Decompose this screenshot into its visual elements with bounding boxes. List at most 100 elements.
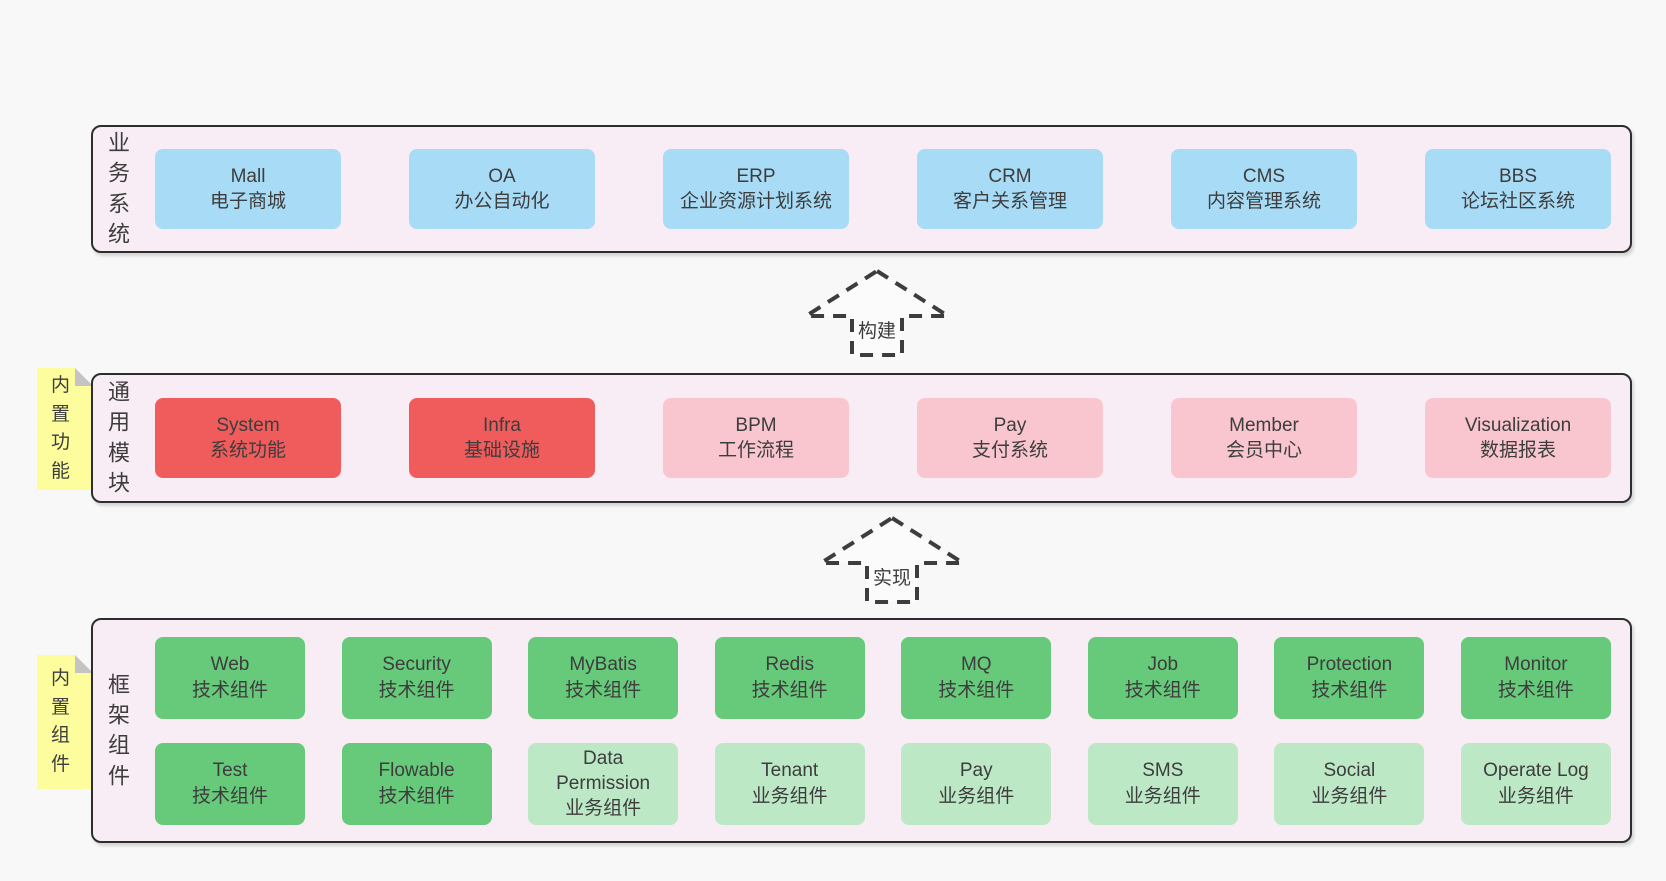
box-title: Security — [382, 654, 451, 676]
box-subtitle: 技术组件 — [751, 679, 828, 701]
box-subtitle: 业务组件 — [565, 798, 642, 820]
box-title: Data Permission — [556, 747, 651, 794]
sticky-note-built-in-features: 内置功能 — [37, 368, 93, 490]
box-crm: CRM 客户关系管理 — [917, 149, 1103, 229]
box-title: ERP — [736, 165, 776, 187]
box-title: BPM — [735, 414, 777, 436]
box-title: BBS — [1498, 165, 1538, 187]
box-row: Web 技术组件 Security 技术组件 MyBatis 技术组件 Redi… — [155, 636, 1611, 719]
box-erp: ERP 企业资源计划系统 — [663, 149, 849, 229]
box-social: Social 业务组件 — [1274, 742, 1425, 825]
band-rows: Mall 电子商城 OA 办公自动化 ERP 企业资源计划系统 CRM 客户关系… — [155, 127, 1611, 251]
box-subtitle: 基础设施 — [463, 440, 540, 461]
box-title: Pay — [959, 760, 993, 782]
box-oa: OA 办公自动化 — [409, 149, 595, 229]
box-subtitle: 企业资源计划系统 — [679, 191, 832, 212]
box-pay-module: Pay 支付系统 — [917, 398, 1103, 478]
box-title: SMS — [1142, 760, 1184, 782]
arrow-implement: 实现 — [817, 515, 967, 605]
box-title: CMS — [1242, 165, 1286, 187]
box-title: Job — [1147, 654, 1179, 676]
box-title: Protection — [1306, 654, 1393, 676]
box-title: Test — [212, 760, 248, 782]
box-title: Visualization — [1464, 414, 1572, 436]
box-title: Mall — [230, 165, 266, 187]
box-subtitle: 论坛社区系统 — [1460, 191, 1575, 212]
box-title: Monitor — [1504, 654, 1568, 676]
box-title: Pay — [993, 414, 1027, 436]
box-data-permission: Data Permission 业务组件 — [528, 742, 679, 825]
box-subtitle: 电子商城 — [209, 191, 286, 212]
box-subtitle: 内容管理系统 — [1206, 191, 1321, 212]
box-title: OA — [488, 165, 516, 187]
box-subtitle: 技术组件 — [191, 785, 268, 807]
box-subtitle: 系统功能 — [209, 440, 286, 461]
box-visualization: Visualization 数据报表 — [1425, 398, 1611, 478]
arrow-label: 构建 — [857, 321, 896, 342]
box-subtitle: 技术组件 — [938, 679, 1015, 701]
box-title: CRM — [988, 165, 1032, 187]
band-rows: System 系统功能 Infra 基础设施 BPM 工作流程 Pay 支付系统… — [155, 375, 1611, 501]
band-rows: Web 技术组件 Security 技术组件 MyBatis 技术组件 Redi… — [155, 620, 1611, 841]
box-monitor: Monitor 技术组件 — [1460, 636, 1611, 719]
up-arrow-icon — [802, 268, 952, 357]
box-subtitle: 技术组件 — [1311, 679, 1388, 701]
box-subtitle: 数据报表 — [1479, 440, 1556, 461]
box-sms: SMS 业务组件 — [1087, 742, 1238, 825]
box-subtitle: 会员中心 — [1225, 440, 1302, 461]
band-common-modules: 通用模块 System 系统功能 Infra 基础设施 BPM 工作流程 Pay… — [91, 373, 1632, 503]
box-row: System 系统功能 Infra 基础设施 BPM 工作流程 Pay 支付系统… — [155, 398, 1611, 478]
box-protection: Protection 技术组件 — [1274, 636, 1425, 719]
box-subtitle: 支付系统 — [971, 440, 1048, 461]
box-subtitle: 技术组件 — [191, 679, 268, 701]
box-redis: Redis 技术组件 — [714, 636, 865, 719]
box-flowable: Flowable 技术组件 — [341, 742, 492, 825]
box-subtitle: 工作流程 — [717, 440, 794, 461]
box-subtitle: 业务组件 — [1497, 785, 1574, 807]
band-label: 框架组件 — [108, 671, 131, 788]
arrow-label: 实现 — [872, 568, 911, 589]
box-subtitle: 业务组件 — [938, 785, 1015, 807]
box-mall: Mall 电子商城 — [155, 149, 341, 229]
box-subtitle: 客户关系管理 — [952, 191, 1067, 212]
box-mybatis: MyBatis 技术组件 — [528, 636, 679, 719]
arrow-build: 构建 — [802, 268, 952, 358]
box-title: Infra — [482, 414, 522, 436]
box-operate-log: Operate Log 业务组件 — [1460, 742, 1611, 825]
box-row: Mall 电子商城 OA 办公自动化 ERP 企业资源计划系统 CRM 客户关系… — [155, 149, 1611, 229]
band-label: 通用模块 — [108, 379, 131, 496]
box-subtitle: 技术组件 — [378, 785, 455, 807]
box-subtitle: 业务组件 — [751, 785, 828, 807]
box-row: Test 技术组件 Flowable 技术组件 Data Permission … — [155, 742, 1611, 825]
box-security: Security 技术组件 — [341, 636, 492, 719]
box-mq: MQ 技术组件 — [901, 636, 1052, 719]
band-business-systems: 业务系统 Mall 电子商城 OA 办公自动化 ERP 企业资源计划系统 CRM… — [91, 125, 1632, 253]
box-job: Job 技术组件 — [1087, 636, 1238, 719]
box-title: MyBatis — [569, 654, 637, 676]
box-pay-component: Pay 业务组件 — [901, 742, 1052, 825]
sticky-note-label: 内置功能 — [51, 375, 71, 482]
box-subtitle: 技术组件 — [1124, 679, 1201, 701]
box-title: MQ — [960, 654, 992, 676]
box-test: Test 技术组件 — [155, 742, 305, 825]
box-system: System 系统功能 — [155, 398, 341, 478]
box-title: Web — [210, 654, 250, 676]
box-subtitle: 技术组件 — [378, 679, 455, 701]
box-title: Flowable — [378, 760, 455, 782]
band-label: 业务系统 — [108, 130, 131, 247]
box-title: System — [216, 414, 280, 436]
box-title: Operate Log — [1483, 760, 1589, 782]
up-arrow-icon — [817, 515, 967, 604]
box-bbs: BBS 论坛社区系统 — [1425, 149, 1611, 229]
box-title: Social — [1323, 760, 1376, 782]
box-title: Member — [1229, 414, 1299, 436]
band-framework-components: 框架组件 Web 技术组件 Security 技术组件 MyBatis 技术组件… — [91, 618, 1632, 843]
box-web: Web 技术组件 — [155, 636, 305, 719]
box-tenant: Tenant 业务组件 — [714, 742, 865, 825]
box-subtitle: 业务组件 — [1124, 785, 1201, 807]
box-subtitle: 业务组件 — [1311, 785, 1388, 807]
box-title: Tenant — [761, 760, 819, 782]
box-subtitle: 办公自动化 — [454, 191, 550, 212]
box-bpm: BPM 工作流程 — [663, 398, 849, 478]
box-cms: CMS 内容管理系统 — [1171, 149, 1357, 229]
